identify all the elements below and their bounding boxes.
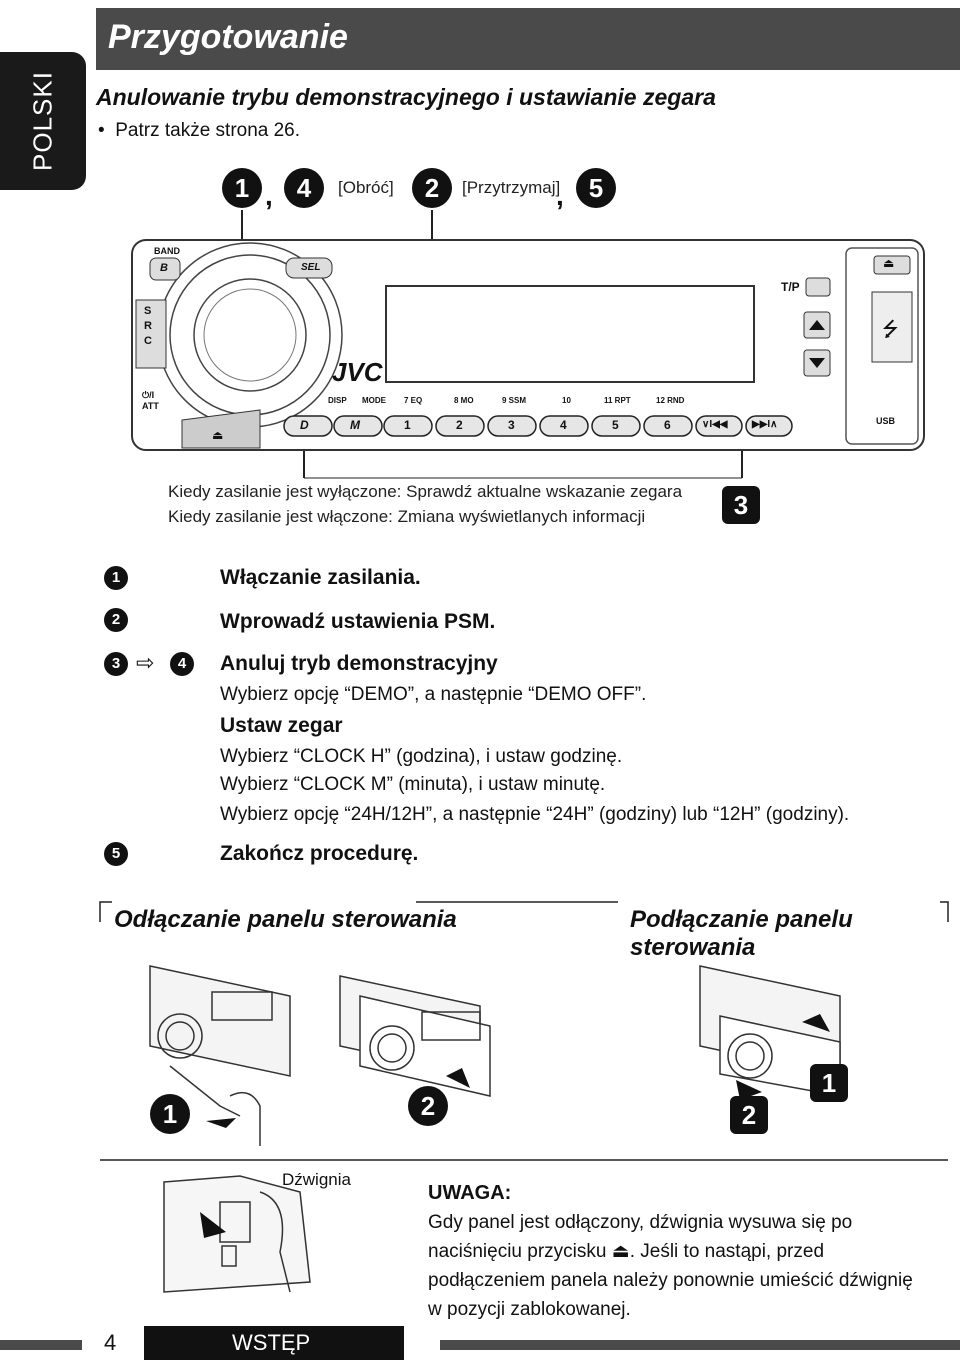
clock-line-3: Wybierz opcję “24H/12H”, a następnie “24… bbox=[220, 804, 850, 825]
device-illustration bbox=[131, 210, 925, 479]
preset-3-button[interactable]: 3 bbox=[508, 418, 515, 432]
step-3-title: Anuluj tryb demonstracyjny bbox=[220, 652, 498, 675]
callout-5-badge: 5 bbox=[576, 168, 616, 208]
func-label-mo: 8 MO bbox=[454, 396, 474, 405]
callout-comma: , bbox=[265, 180, 273, 211]
footer-section-box: WSTĘP bbox=[144, 1326, 404, 1360]
footer-bar-left bbox=[0, 1340, 82, 1350]
attach-heading: Podłączanie panelu sterowania bbox=[630, 906, 853, 961]
callout-4-badge: 4 bbox=[284, 168, 324, 208]
func-label-rpt: 11 RPT bbox=[604, 396, 631, 405]
attach-step-2-badge: 2 bbox=[730, 1096, 768, 1134]
footer-bar-right bbox=[440, 1340, 960, 1350]
callout-3-badge: 3 bbox=[722, 486, 760, 524]
step-3-badge: 3 bbox=[104, 652, 128, 676]
step-2-title: Wprowadź ustawienia PSM. bbox=[220, 610, 496, 633]
m-button[interactable]: M bbox=[350, 418, 360, 432]
eject-icon[interactable]: ⏏ bbox=[883, 256, 895, 270]
step-4-badge: 4 bbox=[170, 652, 194, 676]
note-text: Gdy panel jest odłączony, dźwignia wysuw… bbox=[428, 1212, 913, 1320]
clock-title: Ustaw zegar bbox=[220, 714, 343, 737]
callout-comma-2: , bbox=[556, 180, 564, 211]
tp-label: T/P bbox=[781, 280, 800, 294]
usb-label: USB bbox=[876, 416, 896, 426]
step-5-badge: 5 bbox=[104, 842, 128, 866]
eject-panel-icon[interactable]: ⏏ bbox=[212, 428, 224, 442]
func-label-10: 10 bbox=[562, 396, 571, 405]
step-2-badge: 2 bbox=[104, 608, 128, 632]
power-att-label: ⏻/I ATT bbox=[142, 390, 159, 411]
step-1-badge: 1 bbox=[104, 566, 128, 590]
step-5-title: Zakończ procedurę. bbox=[220, 842, 419, 865]
preset-5-button[interactable]: 5 bbox=[612, 418, 619, 432]
func-label-disp: DISP bbox=[328, 396, 347, 405]
detach-step-1-badge: 1 bbox=[150, 1094, 190, 1134]
b-button[interactable]: B bbox=[160, 262, 168, 274]
func-label-eq: 7 EQ bbox=[404, 396, 423, 405]
sel-button[interactable]: SEL bbox=[301, 262, 321, 273]
page-number: 4 bbox=[104, 1330, 117, 1355]
func-label-ssm: 9 SSM bbox=[502, 396, 527, 405]
prev-button[interactable]: ∨I◀◀ bbox=[702, 419, 728, 430]
language-tab: POLSKI bbox=[0, 52, 86, 190]
usb-icon: ⭍ bbox=[882, 319, 899, 341]
see-also-text: Patrz także strona 26. bbox=[115, 120, 301, 141]
clock-line-2: Wybierz “CLOCK M” (minuta), i ustaw minu… bbox=[220, 774, 606, 795]
callout-2-badge: 2 bbox=[412, 168, 452, 208]
step-3-text: Wybierz opcję “DEMO”, a następnie “DEMO … bbox=[220, 684, 647, 705]
callout-1-badge: 1 bbox=[222, 168, 262, 208]
step-1-title: Włączanie zasilania. bbox=[220, 566, 421, 589]
d-button[interactable]: D bbox=[300, 418, 309, 432]
hold-label: [Przytrzymaj] bbox=[462, 178, 561, 197]
detach-step-2-badge: 2 bbox=[408, 1086, 448, 1126]
jvc-logo: JVC bbox=[332, 357, 383, 387]
note-title: UWAGA: bbox=[428, 1182, 512, 1204]
footer-section-label: WSTĘP bbox=[232, 1330, 311, 1355]
caption-power-on: Kiedy zasilanie jest włączone: Zmiana wy… bbox=[168, 507, 646, 526]
preset-2-button[interactable]: 2 bbox=[456, 418, 463, 432]
clock-line-1: Wybierz “CLOCK H” (godzina), i ustaw god… bbox=[220, 746, 623, 767]
see-also-note: • Patrz także strona 26. bbox=[98, 120, 301, 141]
arrow-icon: ⇨ bbox=[136, 650, 155, 675]
next-button[interactable]: ▶▶I∧ bbox=[752, 419, 778, 430]
func-label-mode: MODE bbox=[362, 396, 386, 405]
lever-illustration bbox=[163, 1175, 311, 1293]
preset-1-button[interactable]: 1 bbox=[404, 418, 411, 432]
rotate-label: [Obróć] bbox=[338, 178, 394, 197]
page-title: Przygotowanie bbox=[108, 18, 348, 56]
caption-power-off: Kiedy zasilanie jest wyłączone: Sprawdź … bbox=[168, 482, 683, 501]
title-bar: Przygotowanie bbox=[96, 8, 960, 70]
preset-4-button[interactable]: 4 bbox=[560, 418, 567, 432]
preset-6-button[interactable]: 6 bbox=[664, 418, 671, 432]
panel-illustrations bbox=[149, 965, 841, 1146]
attach-step-1-badge: 1 bbox=[810, 1064, 848, 1102]
panel-section-frame bbox=[99, 901, 949, 1161]
func-label-rnd: 12 RND bbox=[656, 396, 685, 405]
lever-label: Dźwignia bbox=[282, 1170, 351, 1189]
src-button[interactable]: S R C bbox=[144, 305, 152, 347]
section-subtitle: Anulowanie trybu demonstracyjnego i usta… bbox=[96, 84, 716, 110]
detach-heading: Odłączanie panelu sterowania bbox=[114, 906, 457, 933]
band-label: BAND bbox=[154, 246, 180, 256]
